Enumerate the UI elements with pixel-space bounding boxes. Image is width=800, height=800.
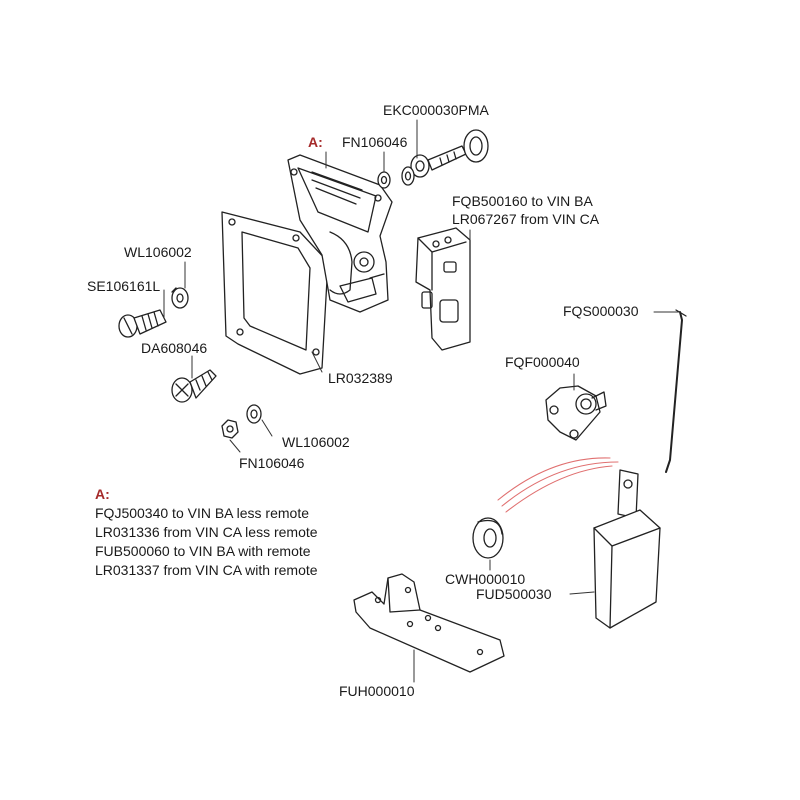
note-heading: A: [95,486,110,502]
grommet-part [472,517,504,559]
actuator-part [593,469,661,629]
lock-mechanism-part [287,154,393,313]
note-line: FQJ500340 to VIN BA less remote [95,505,309,521]
fud500030-label: FUD500030 [476,586,552,602]
cwh000010-label: CWH000010 [445,571,526,587]
gasket-part [221,211,329,375]
bottom-nut-part [221,404,262,439]
da608046-label: DA608046 [141,340,208,356]
wl106002-bottom-label: WL106002 [282,434,350,450]
leader-lines [163,119,681,683]
variant-note: A: FQJ500340 to VIN BA less remote LR031… [95,485,318,580]
operating-rod-part [665,309,687,473]
fqs000030-label: FQS000030 [563,303,639,319]
se106161l-label: SE106161L [87,278,161,294]
note-line: LR031337 from VIN CA with remote [95,562,318,578]
fqb-line1-label: FQB500160 to VIN BA [452,193,593,209]
top-nut-part [377,166,415,189]
fqf000040-label: FQF000040 [505,354,580,370]
fqb-line2-label: LR067267 from VIN CA [452,211,600,227]
ekc000030pma-label: EKC000030PMA [383,102,489,118]
lr032389-label: LR032389 [328,370,393,386]
key-part [410,129,489,178]
a-marker-label: A: [308,134,323,150]
mounting-plate-part [353,573,505,673]
wl106002-top-label: WL106002 [124,244,192,260]
fn106046-bottom-label: FN106046 [239,455,305,471]
spring-washer-top-part [171,287,189,309]
fuh000010-label: FUH000010 [339,683,415,699]
machine-screw-part [118,309,167,338]
latch-bracket-part [415,227,471,351]
note-line: LR031336 from VIN CA less remote [95,524,318,540]
pivot-part [545,385,607,441]
note-line: FUB500060 to VIN BA with remote [95,543,311,559]
fn106046-top-label: FN106046 [342,134,408,150]
self-tapping-screw-part [171,369,217,403]
wire-arc [497,457,619,513]
